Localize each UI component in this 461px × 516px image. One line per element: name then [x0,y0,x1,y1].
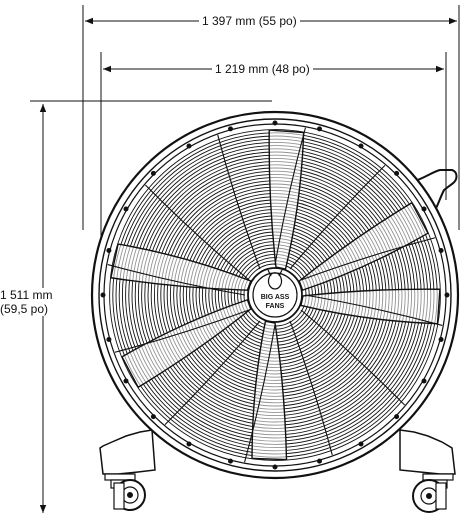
rim-bolt [272,464,278,470]
fan [90,110,460,513]
frame-width-label: 1 219 mm (48 po) [212,62,313,76]
rim-bolt [186,441,192,447]
rim-bolt [438,248,444,253]
height-label-in: (59,5 po) [0,302,49,316]
rim-bolt [272,120,278,126]
grill-spoke [300,237,436,281]
rim-bolt [228,458,233,464]
rim-bolt [150,170,156,176]
rim-bolt [358,143,364,149]
overall-width-label: 1 397 mm (55 po) [199,14,300,28]
rim-bolt [123,378,129,384]
rim-bolt [317,458,322,464]
grill-spoke [274,127,306,266]
fan-blade [110,243,252,291]
logo-line-2: FANS [266,303,285,310]
rim-bolt [394,170,400,176]
height-label-mm: 1 511 mm [0,288,53,302]
fan-blades [110,129,441,461]
rim-bolt [150,414,156,420]
logo-line-1: BIG ASS [261,294,290,301]
grill-spokes [107,127,443,463]
right-stand [399,429,456,513]
fan-blade [251,320,288,461]
height-label: 1 511 mm (59,5 po) [0,288,53,316]
rim-bolt [186,143,192,149]
rim-bolt [358,441,364,447]
rim-bolt [317,126,322,132]
grill-spoke [304,294,443,326]
donkey-icon [267,269,283,290]
rim-bolt [421,206,427,212]
rim-bolt [394,414,400,420]
rim-bolt [106,248,112,253]
housing-inner-ring [98,118,452,472]
rim-bolt [421,378,427,384]
grill-spoke [217,134,261,270]
rim-bolt [228,126,233,132]
rim-bolt [438,337,444,342]
fan-blade [121,298,252,389]
grill-spoke [244,324,276,463]
grill-spoke [289,320,333,456]
fan-blade [298,201,429,292]
rim-bolt [444,292,450,298]
rim-bolt [106,337,112,342]
grill-spoke [300,309,406,406]
grill-spoke [144,184,250,281]
grill-spoke [107,264,246,296]
grill-spoke [164,320,261,426]
grill-spoke [289,164,386,270]
brand-logo: BIG ASS FANS [261,269,290,310]
grill-ring [109,129,441,461]
grill-spoke [114,309,250,353]
left-stand [99,429,156,511]
rim-bolt [100,292,106,298]
rim-bolt [123,206,129,212]
fan-handle [411,169,458,211]
rim-bolts [100,120,450,470]
